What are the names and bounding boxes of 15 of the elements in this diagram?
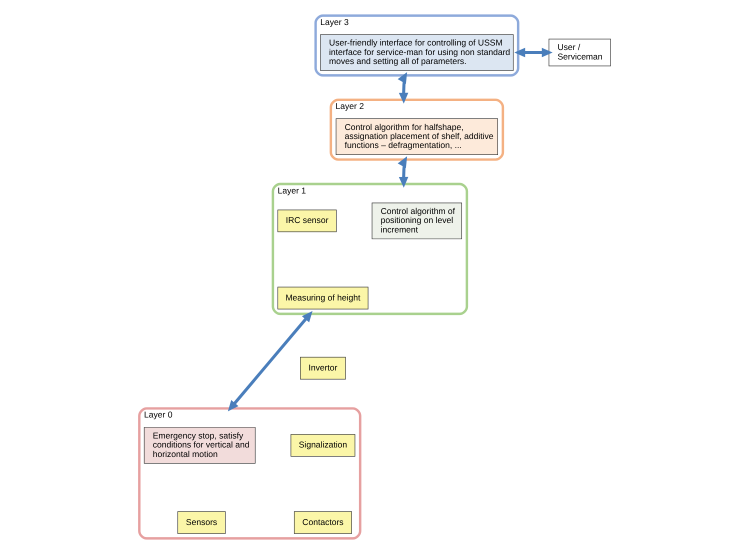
node-box: Control algorithm of positioning on level increment	[372, 202, 462, 240]
node-box: Contactors	[294, 511, 352, 534]
node-box: User / Serviceman	[548, 38, 611, 66]
arrow	[514, 48, 553, 58]
arrow	[398, 156, 408, 188]
node-box: User-friendly interface for controlling of USSM interface for service-man for using non standard moves and setting all of parameters.	[320, 34, 514, 71]
node-box: Invertor	[300, 356, 346, 380]
node-box: Emergency stop, satisfy conditions for vertical and horizontal motion	[144, 427, 256, 464]
node-box: Measuring of height	[278, 286, 368, 310]
arrow	[228, 311, 313, 412]
arrow	[398, 72, 408, 104]
node-box: IRC sensor	[278, 210, 337, 232]
node-box: Sensors	[177, 511, 226, 534]
node-box: Signalization	[290, 434, 356, 457]
node-box: Control algorithm for halfshape, assignation placement of shelf, additive functions – defragmentation, ...	[336, 118, 498, 155]
